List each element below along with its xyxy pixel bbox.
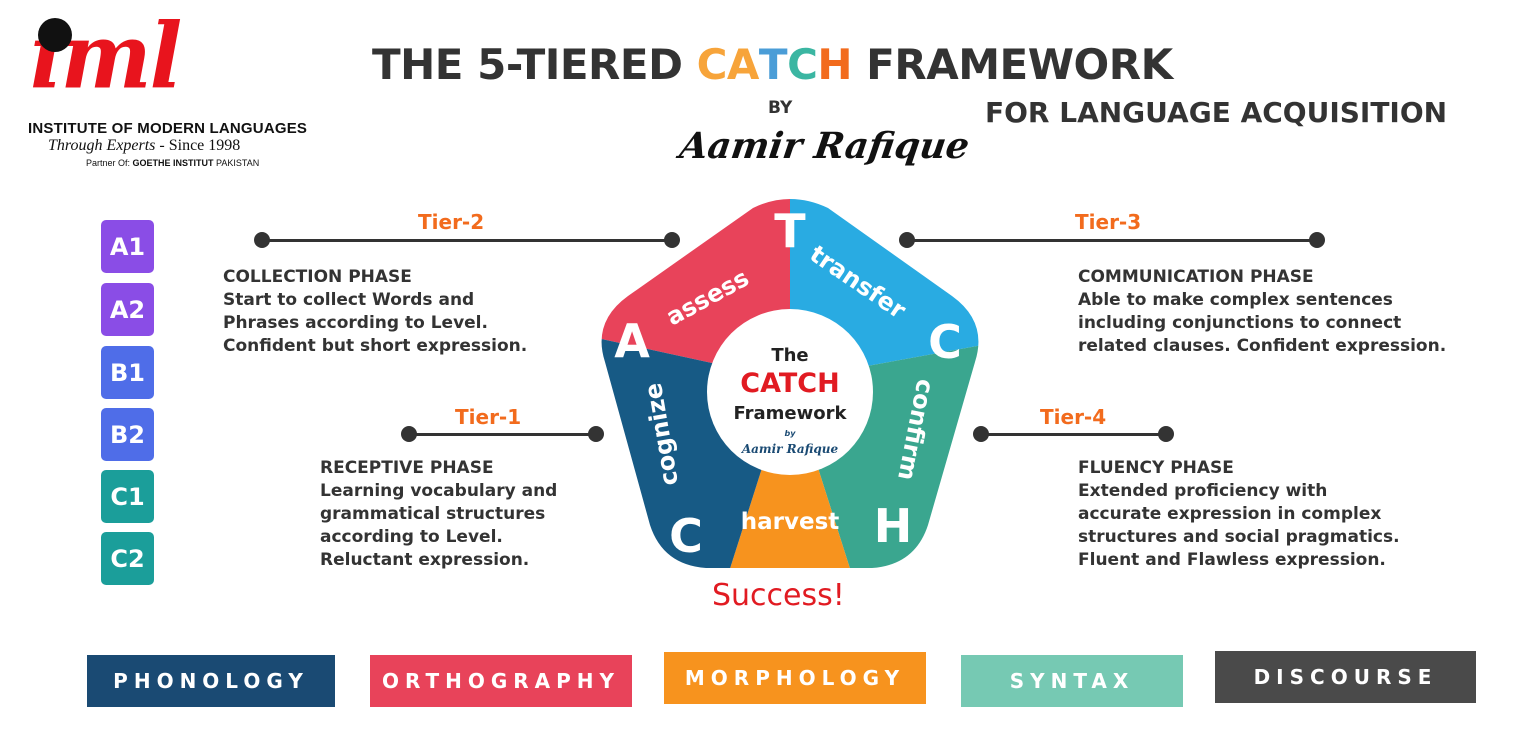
tier-4-line: structures and social pragmatics. (1078, 527, 1400, 547)
tier-3-line: Able to make complex sentences (1078, 290, 1393, 310)
segment-letter-h: H (874, 499, 913, 553)
tier-3-heading: COMMUNICATION PHASE (1078, 267, 1314, 287)
center-the: The (771, 345, 808, 366)
catch-letter: C (696, 40, 728, 89)
tier-4-heading: FLUENCY PHASE (1078, 458, 1234, 478)
level-badge-a2: A2 (101, 283, 154, 336)
tier-1-connector (409, 433, 596, 436)
segment-letter-t: T (774, 204, 806, 258)
tier-3-label: Tier-3 (1075, 210, 1142, 234)
tier-1-heading: RECEPTIVE PHASE (320, 458, 494, 478)
tier-3-dot-end (1309, 232, 1325, 248)
tier-2-dot-end (664, 232, 680, 248)
level-badge-a1: A1 (101, 220, 154, 273)
tier-2-connector (262, 239, 672, 242)
page-subtitle: FOR LANGUAGE ACQUISITION (985, 96, 1448, 129)
tier-1-line: Learning vocabulary and (320, 481, 558, 501)
tier-2-description: COLLECTION PHASE Start to collect Words … (223, 266, 527, 358)
tier-3-line: related clauses. Confident expression. (1078, 336, 1447, 356)
skill-discourse: DISCOURSE (1215, 651, 1476, 703)
tier-4-label: Tier-4 (1040, 405, 1107, 429)
tier-2-line: Start to collect Words and (223, 290, 475, 310)
level-badge-c1: C1 (101, 470, 154, 523)
tier-4-description: FLUENCY PHASE Extended proficiency with … (1078, 457, 1400, 572)
level-badge-b1: B1 (101, 346, 154, 399)
tier-1-line: Reluctant expression. (320, 550, 530, 570)
skill-orthography: ORTHOGRAPHY (370, 655, 632, 707)
tier-2-dot-start (254, 232, 270, 248)
tier-1-line: grammatical structures (320, 504, 546, 524)
tier-4-line: Extended proficiency with (1078, 481, 1328, 501)
catch-word: CATCH (696, 40, 853, 89)
tier-4-line: Fluent and Flawless expression. (1078, 550, 1386, 570)
center-circle (707, 309, 873, 475)
catch-pentagon: T C H C A assess transfer confirm cogniz… (601, 199, 979, 568)
tier-4-connector (981, 433, 1166, 436)
tier-4-dot-start (973, 426, 989, 442)
catch-letter: T (758, 40, 788, 89)
segment-harvest (700, 380, 860, 568)
segment-letter-c-bottom: C (669, 509, 703, 563)
center-author: Aamir Rafique (741, 442, 839, 456)
tier-3-dot-start (899, 232, 915, 248)
logo-dot (38, 18, 72, 52)
catch-letter: C (787, 40, 818, 89)
logo-tagline: Through Experts - Since 1998 (48, 137, 241, 154)
tier-1-dot-end (588, 426, 604, 442)
success-label: Success! (712, 578, 845, 613)
level-badge-c2: C2 (101, 532, 154, 585)
skill-morphology: MORPHOLOGY (664, 652, 926, 704)
tier-2-line: Confident but short expression. (223, 336, 528, 356)
tier-2-line: Phrases according to Level. (223, 313, 488, 333)
center-by: by (785, 429, 797, 438)
tier-3-line: including conjunctions to connect (1078, 313, 1402, 333)
title-by: BY (768, 98, 793, 118)
tier-4-dot-end (1158, 426, 1174, 442)
center-framework: Framework (734, 403, 848, 424)
page-title: THE 5-TIERED CATCH FRAMEWORK (372, 40, 1173, 89)
tier-4-line: accurate expression in complex (1078, 504, 1382, 524)
author-signature: Aamir Rafique (677, 125, 972, 167)
catch-letter: H (817, 40, 853, 89)
segment-word-harvest: harvest (741, 509, 840, 535)
segment-letter-c-top: C (928, 315, 962, 369)
tier-2-label: Tier-2 (418, 210, 485, 234)
tier-1-line: according to Level. (320, 527, 503, 547)
catch-letter: A (726, 40, 760, 89)
center-catch: CATCH (740, 368, 839, 399)
tier-3-connector (907, 239, 1317, 242)
tier-2-heading: COLLECTION PHASE (223, 267, 412, 287)
skill-syntax: SYNTAX (961, 655, 1183, 707)
logo-institute-name: INSTITUTE OF MODERN LANGUAGES (28, 120, 308, 137)
logo-partner: Partner Of: GOETHE INSTITUT PAKISTAN (86, 158, 260, 168)
skill-phonology: PHONOLOGY (87, 655, 335, 707)
tier-1-description: RECEPTIVE PHASE Learning vocabulary and … (320, 457, 557, 572)
tier-1-label: Tier-1 (455, 405, 522, 429)
level-badge-b2: B2 (101, 408, 154, 461)
tier-3-description: COMMUNICATION PHASE Able to make complex… (1078, 266, 1446, 358)
tier-1-dot-start (401, 426, 417, 442)
segment-letter-a: A (614, 314, 650, 368)
